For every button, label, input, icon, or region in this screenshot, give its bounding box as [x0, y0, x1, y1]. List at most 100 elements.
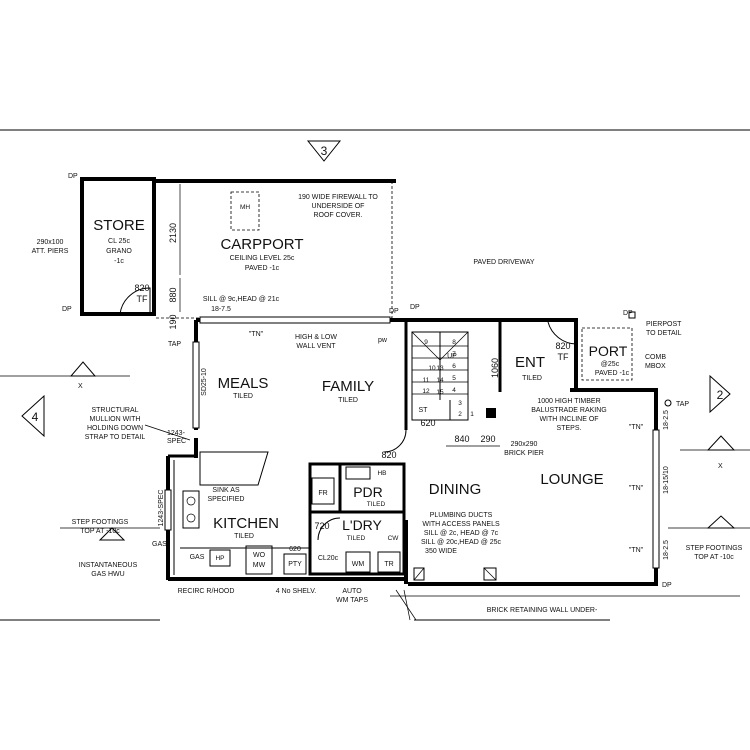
stair-number: 4 — [452, 387, 456, 394]
manhole-label: MH — [240, 204, 250, 211]
kitchen: SINK AS SPECIFIED KITCHEN TILED GAS HP W… — [152, 451, 310, 575]
dp-mark-6: DP — [662, 582, 672, 589]
balustrade-note-line1: 1000 HIGH TIMBER — [537, 398, 600, 405]
dp-mark-1: DP — [68, 173, 78, 180]
pantry-label: PTY — [288, 561, 302, 568]
brick-pier-note-line1: 290x290 — [511, 441, 538, 448]
step-left-line2: TOP AT -10c — [80, 528, 120, 535]
section-marker-left: X 4 — [0, 361, 130, 438]
wm-taps-line1: AUTO — [342, 588, 362, 595]
kitchen-label: KITCHEN — [213, 515, 279, 532]
store-door-tf: TF — [137, 294, 148, 304]
wm-label: WM — [352, 561, 365, 568]
ldry-label: L'DRY — [342, 517, 382, 533]
store-note-grano: GRANO — [106, 248, 132, 255]
retaining-leader-1 — [395, 589, 417, 621]
stair-number: 15 — [436, 389, 444, 396]
mullion-note-line3: HOLDING DOWN — [87, 425, 143, 432]
spec-code-1b: SPEC — [167, 438, 186, 445]
step-right-triangle — [706, 515, 736, 529]
manhole — [230, 191, 260, 231]
gas-meter-label: GAS — [152, 541, 167, 548]
duct-cross — [483, 567, 497, 581]
window-kitchen-west — [164, 489, 172, 531]
mullion-note: STRUCTURAL MULLION WITH HOLDING DOWN STR… — [85, 407, 191, 526]
wm-taps-line2: WM TAPS — [336, 597, 368, 604]
window-north — [199, 316, 391, 324]
store-room: STORE CL 25c GRANO -1c 820 TF — [80, 177, 156, 316]
stair-number: 13 — [436, 365, 444, 372]
step-left-line1: STEP FOOTINGS — [72, 519, 129, 526]
cl-label: CL20c — [318, 555, 339, 562]
section-marker-top: 3 — [0, 129, 750, 162]
dp-mark-3: DP — [389, 308, 399, 315]
carport-ceiling-note: CEILING LEVEL 25c — [230, 255, 295, 262]
window-code-3: 18-2.5 — [663, 540, 670, 560]
section-marker-label-right: 2 — [717, 388, 724, 402]
family-label: FAMILY — [322, 378, 374, 395]
stair-number: 12 — [422, 388, 430, 395]
store-label: STORE — [93, 217, 144, 234]
sink-bowl-2 — [186, 513, 196, 523]
stair-number: 14 — [436, 377, 444, 384]
window-west-meals — [192, 341, 200, 429]
microwave-label: MW — [253, 562, 266, 569]
tap-label-left: TAP — [168, 341, 181, 348]
wc — [345, 466, 371, 480]
plumbing-note-line4: SILL @ 20c,HEAD @ 25c — [421, 539, 502, 546]
step-footings-left: STEP FOOTINGS TOP AT -10c — [60, 519, 160, 541]
dining-lounge: DINING LOUNGE PLUMBING DUCTS WITH ACCESS… — [413, 410, 672, 589]
carport-label: CARPPORT — [220, 236, 303, 253]
piers-note-line2: ATT. PIERS — [32, 248, 69, 255]
stair-cupboard-label: ST — [419, 407, 429, 414]
dim-720: 720 — [314, 521, 329, 531]
store-door-width: 820 — [134, 283, 149, 293]
tap-label-right: TAP — [676, 401, 689, 408]
shelves-note: 4 No SHELV. — [276, 588, 317, 595]
port-label: PORT — [589, 343, 628, 359]
washing-machine — [345, 551, 371, 573]
pdr-laundry: FR HB PDR TILED L'DRY TILED CW 720 CL20c… — [308, 462, 406, 576]
dining-door-swing — [383, 429, 407, 453]
section-marker-right: 2 X — [680, 374, 750, 470]
tn-mark-lounge-2: "TN" — [629, 485, 644, 492]
carport: MH CARPPORT CEILING LEVEL 25c PAVED -1c … — [154, 179, 420, 348]
axis-triangle-left — [69, 361, 97, 377]
dim-620-kitchen: 620 — [289, 546, 301, 553]
sink-note-line2: SPECIFIED — [208, 496, 245, 503]
section-marker-label-left: 4 — [32, 410, 39, 424]
ent-note: TILED — [522, 375, 542, 382]
wall-oven-label: WO — [253, 552, 266, 559]
firewall-note-line2: UNDERSIDE OF — [312, 203, 365, 210]
plumbing-duct-2 — [483, 567, 497, 581]
section-marker-left-triangle — [21, 394, 45, 438]
stair-number: 5 — [452, 375, 456, 382]
house-walls — [166, 318, 658, 586]
store-note-cl: CL 25c — [108, 238, 130, 245]
laundry-door-swing — [317, 517, 341, 541]
retaining-wall-note: BRICK RETAINING WALL UNDER- — [487, 607, 598, 614]
fridge-label: FR — [318, 490, 327, 497]
fridge — [311, 477, 335, 505]
brick-pier-note-line2: BRICK PIER — [504, 450, 544, 457]
mullion-note-line4: STRAP TO DETAIL — [85, 434, 146, 441]
pdr-label: PDR — [353, 484, 383, 500]
plumbing-duct-1 — [413, 567, 425, 581]
tn-mark-lounge-1: "TN" — [629, 424, 644, 431]
stair-winder — [411, 331, 441, 361]
ldry-note: TILED — [347, 535, 366, 542]
plumbing-note-line2: WITH ACCESS PANELS — [422, 521, 500, 528]
entry-door-swing — [547, 321, 577, 345]
firewall-note-line1: 190 WIDE FIREWALL TO — [298, 194, 378, 201]
meals-label: MEALS — [218, 375, 269, 392]
duct-cross — [413, 567, 425, 581]
mbox-note-line1: COMB — [645, 354, 666, 361]
store-walls — [80, 177, 156, 316]
axis-triangle-right — [706, 435, 736, 451]
vent-note-line1: HIGH & LOW — [295, 334, 337, 341]
brick-pier — [486, 408, 496, 418]
balustrade-note-line3: WITH INCLINE OF — [539, 416, 598, 423]
section-marker-right-triangle — [709, 374, 731, 414]
stair-up-label: UP — [447, 353, 457, 360]
